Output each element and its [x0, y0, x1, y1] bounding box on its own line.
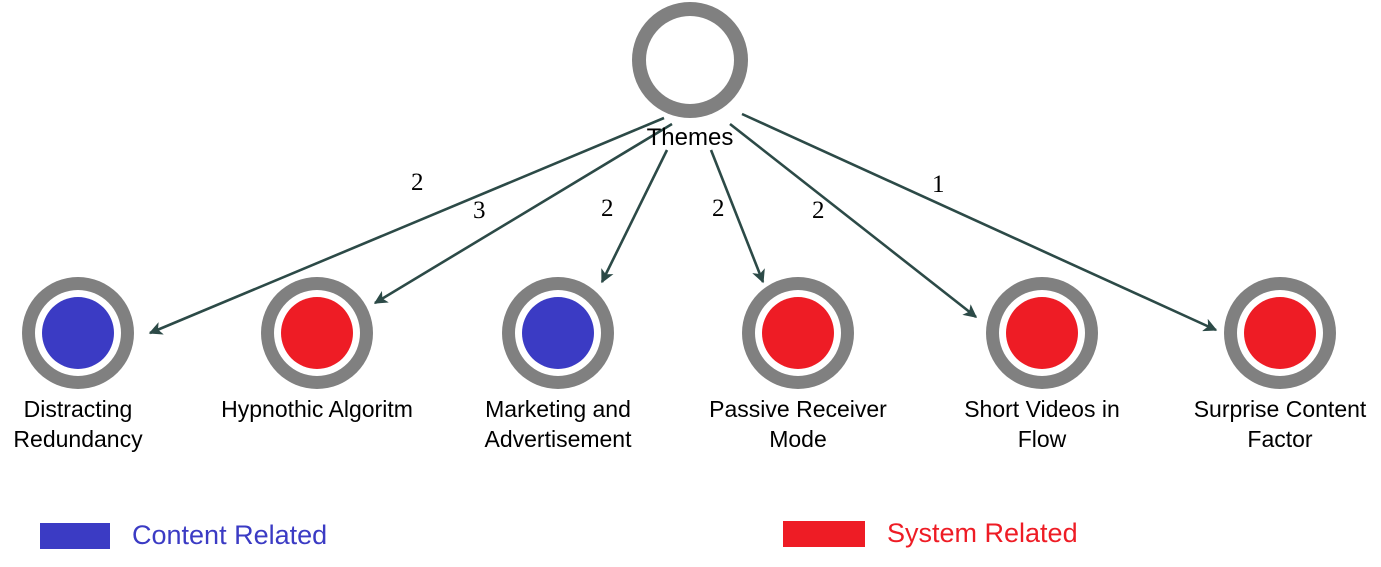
edge-weight-marketing-and-advertisement: 2: [601, 195, 614, 222]
node-passive-receiver-mode[interactable]: [742, 277, 854, 389]
root-node-label: Themes: [646, 124, 734, 151]
edge-weight-short-videos-in-flow: 2: [812, 197, 825, 224]
edge-to-marketing-and-advertisement: [600, 149, 669, 284]
node-hypnothic-algoritm[interactable]: [261, 277, 373, 389]
legend-label-system-related: System Related: [887, 518, 1078, 548]
node-label-short-videos-in-flow: Short Videos in Flow: [964, 396, 1120, 452]
edge-to-hypnothic-algoritm: [373, 122, 673, 305]
legend-item-content-related: Content Related: [40, 520, 327, 551]
node-label-distracting-redundancy: Distracting Redundancy: [13, 396, 143, 452]
node-distracting-redundancy[interactable]: [22, 277, 134, 389]
node-marketing-and-advertisement[interactable]: [502, 277, 614, 389]
edge-to-distracting-redundancy: [148, 116, 665, 335]
node-label-marketing-and-advertisement: Marketing and Advertisement: [484, 396, 632, 452]
node-core-short-videos-in-flow: [1006, 297, 1078, 369]
root-node-inner-fill: [646, 16, 734, 104]
node-core-passive-receiver-mode: [762, 297, 834, 369]
node-core-distracting-redundancy: [42, 297, 114, 369]
edge-weight-surprise-content-factor: 1: [932, 171, 945, 198]
edge-weight-hypnothic-algoritm: 3: [473, 197, 486, 224]
node-label-passive-receiver-mode: Passive Receiver Mode: [709, 396, 887, 452]
legend-swatch-content-related: [40, 522, 110, 549]
node-surprise-content-factor[interactable]: [1224, 277, 1336, 389]
node-core-marketing-and-advertisement: [522, 297, 594, 369]
legend-swatch-system-related: [783, 520, 865, 547]
node-label-hypnothic-algoritm: Hypnothic Algoritm: [221, 396, 413, 422]
legend-label-content-related: Content Related: [132, 520, 328, 550]
legend-item-system-related: System Related: [783, 518, 1078, 549]
node-core-surprise-content-factor: [1244, 297, 1316, 369]
edge-to-passive-receiver-mode: [709, 149, 765, 284]
node-core-hypnothic-algoritm: [281, 297, 353, 369]
node-short-videos-in-flow[interactable]: [986, 277, 1098, 389]
edge-to-surprise-content-factor: [741, 112, 1218, 332]
edge-weight-passive-receiver-mode: 2: [712, 195, 725, 222]
edge-to-short-videos-in-flow: [729, 122, 978, 319]
root-node-themes[interactable]: [632, 2, 748, 118]
edge-weight-distracting-redundancy: 2: [411, 169, 424, 196]
node-label-surprise-content-factor: Surprise Content Factor: [1193, 396, 1367, 452]
